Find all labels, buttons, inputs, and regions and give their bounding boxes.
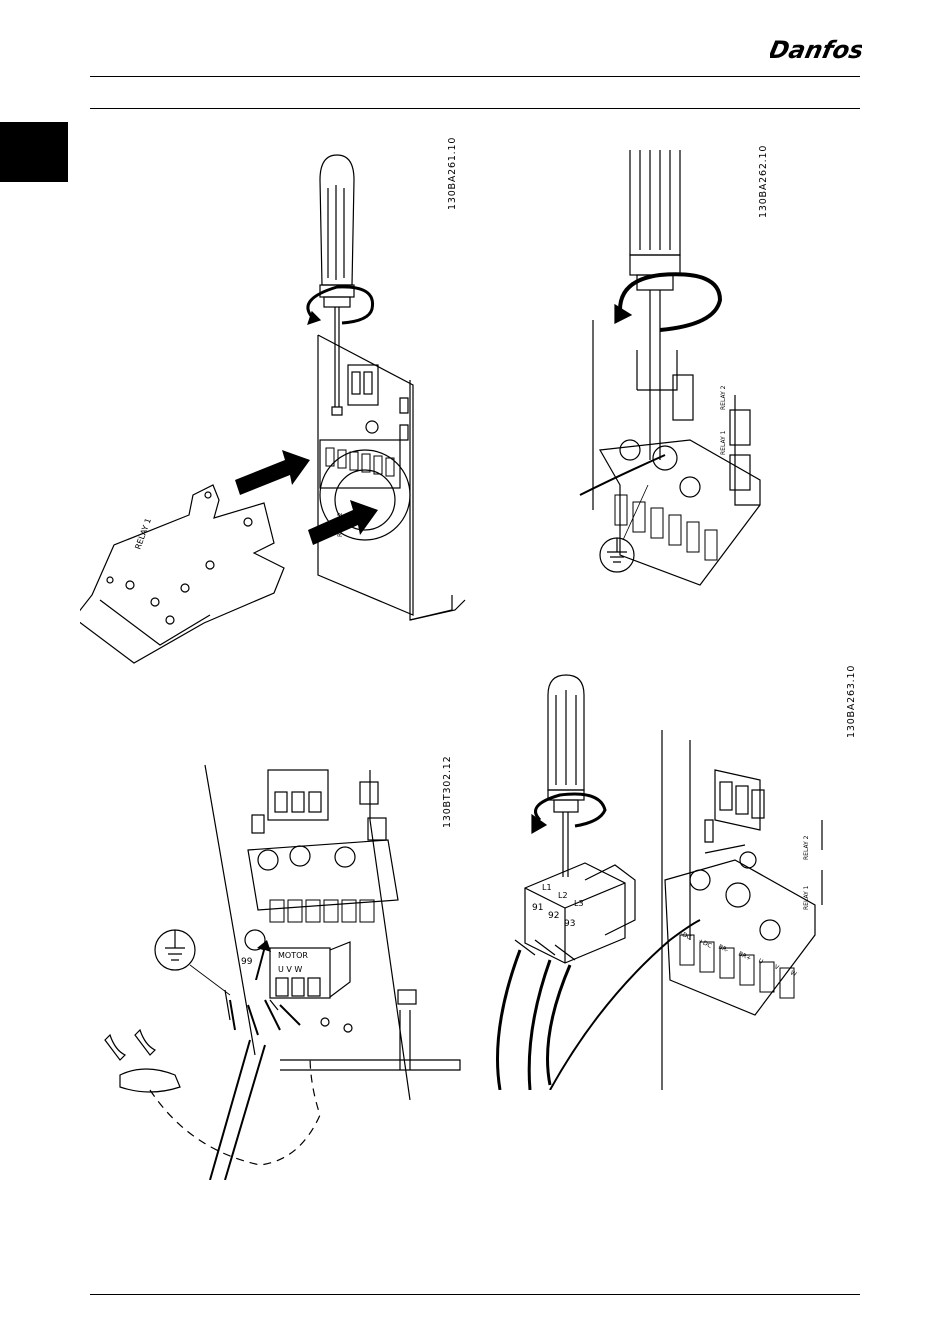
figure-code-2: 130BA262.10 (758, 145, 769, 218)
figure-grounding: RELAY 1 RELAY 2 (575, 150, 775, 590)
screwdriver-icon (320, 155, 354, 415)
relay2-label: RELAY 2 (803, 835, 810, 860)
terminal-w: W (789, 969, 797, 978)
uvw-label: U V W (278, 965, 302, 974)
relay2-label: RELAY 2 (337, 512, 344, 537)
label-91: 91 (532, 903, 543, 913)
label-l1: L1 (542, 883, 552, 892)
chapter-tab (0, 122, 68, 182)
terminal-br-minus: BR- (717, 943, 729, 954)
screwdriver-icon (548, 675, 584, 877)
figure-motor-connection: 99 MOTOR U V W (80, 760, 470, 1180)
relay2-label: RELAY 2 (720, 385, 727, 410)
terminal-dc-plus: +DC (697, 937, 713, 949)
label-92: 92 (548, 911, 559, 921)
danfoss-logo: Danfoss (770, 28, 862, 70)
motor-label: MOTOR (278, 951, 308, 960)
footer-rule (90, 1294, 860, 1295)
label-l3: L3 (574, 899, 584, 908)
danfoss-logo-text: Danfoss (770, 35, 862, 64)
figure-code-4: 130BA263.10 (846, 665, 857, 738)
header-rule-top (90, 76, 860, 77)
figure-mounting-plate: RELAY 1 RELAY 2 (80, 140, 470, 680)
figure-code-1: 130BA261.10 (447, 137, 458, 210)
figure-mains-connection: RELAY 2 RELAY 1 -DC +DC BR- BR+ U V W L1… (490, 670, 870, 1090)
terminal-99-label: 99 (241, 957, 253, 967)
figure-code-3: 130BT302.12 (442, 756, 453, 829)
header-rule-bottom (90, 108, 860, 109)
relay-label: RELAY 1 (133, 517, 153, 551)
label-93: 93 (564, 919, 575, 929)
relay1-label: RELAY 1 (803, 885, 810, 910)
relay1-label: RELAY 1 (720, 430, 727, 455)
terminal-br-plus: BR+ (737, 950, 752, 962)
label-l2: L2 (558, 891, 568, 900)
